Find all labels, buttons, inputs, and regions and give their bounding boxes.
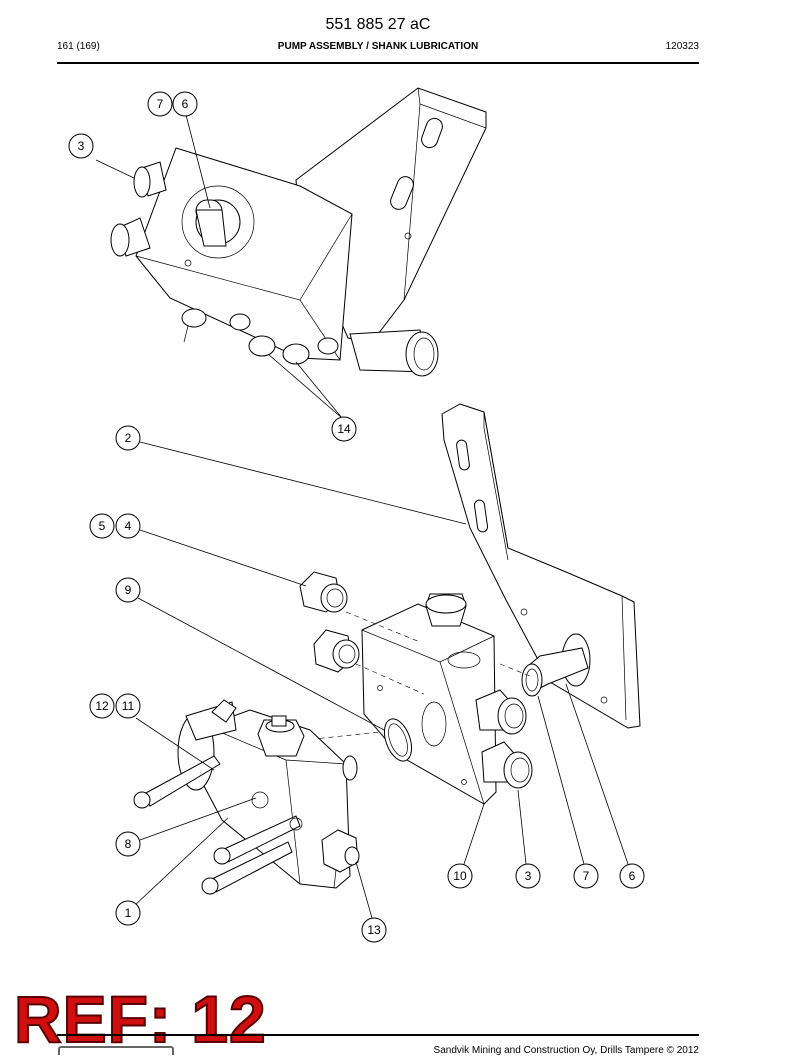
bracket-slot xyxy=(390,176,414,210)
callout-14: 14 xyxy=(331,416,357,442)
date-code: 120323 xyxy=(665,41,699,52)
callout-8: 8 xyxy=(115,831,141,857)
bracket-slot xyxy=(421,117,443,149)
svg-text:7: 7 xyxy=(157,97,164,111)
callout-1: 1 xyxy=(115,900,141,926)
callout-13: 13 xyxy=(361,917,387,943)
ref-stamp: REF: 12 xyxy=(13,982,267,1056)
callout-11: 11 xyxy=(115,693,141,719)
section-title: PUMP ASSEMBLY / SHANK LUBRICATION xyxy=(277,41,479,52)
bracket-slot xyxy=(473,499,489,533)
callout-3b: 3 xyxy=(515,863,541,889)
svg-text:5: 5 xyxy=(99,519,106,533)
callout-5: 5 xyxy=(89,513,115,539)
svg-text:13: 13 xyxy=(367,923,381,937)
svg-text:12: 12 xyxy=(95,699,109,713)
leader-lines xyxy=(133,114,629,919)
header-rule xyxy=(57,62,699,64)
callout-7: 7 xyxy=(147,91,173,117)
svg-text:14: 14 xyxy=(337,422,351,436)
svg-text:10: 10 xyxy=(453,869,467,883)
page-number: 161 (169) xyxy=(57,41,100,52)
svg-text:1: 1 xyxy=(125,906,132,920)
adapter-fittings xyxy=(299,571,360,673)
callout-6: 6 xyxy=(172,91,198,117)
svg-text:4: 4 xyxy=(125,519,132,533)
footer-copyright: Sandvik Mining and Construction Oy, Dril… xyxy=(433,1045,699,1056)
svg-text:11: 11 xyxy=(122,699,135,713)
callout-7b: 7 xyxy=(573,863,599,889)
top-assembly-view xyxy=(95,87,487,377)
callout-2: 2 xyxy=(115,425,141,451)
svg-text:2: 2 xyxy=(125,431,132,445)
bracket-slot xyxy=(456,439,470,471)
footer-rule xyxy=(57,1034,699,1036)
pump-body xyxy=(133,699,360,895)
callout-12: 12 xyxy=(89,693,115,719)
svg-text:3: 3 xyxy=(525,869,532,883)
pump-block-top xyxy=(135,147,353,361)
callout-3: 3 xyxy=(68,133,94,159)
callout-9: 9 xyxy=(115,577,141,603)
svg-text:8: 8 xyxy=(125,837,132,851)
svg-text:6: 6 xyxy=(629,869,636,883)
svg-text:7: 7 xyxy=(583,869,590,883)
callout-4: 4 xyxy=(115,513,141,539)
bracket-fitting xyxy=(521,647,589,697)
svg-text:3: 3 xyxy=(78,139,85,153)
document-number: 551 885 27 aC xyxy=(325,16,431,33)
valve-block xyxy=(361,593,533,805)
callout-6b: 6 xyxy=(619,863,645,889)
svg-text:6: 6 xyxy=(182,97,189,111)
sandvik-logo xyxy=(58,1046,174,1055)
svg-text:9: 9 xyxy=(125,583,132,597)
callout-10: 10 xyxy=(447,863,473,889)
